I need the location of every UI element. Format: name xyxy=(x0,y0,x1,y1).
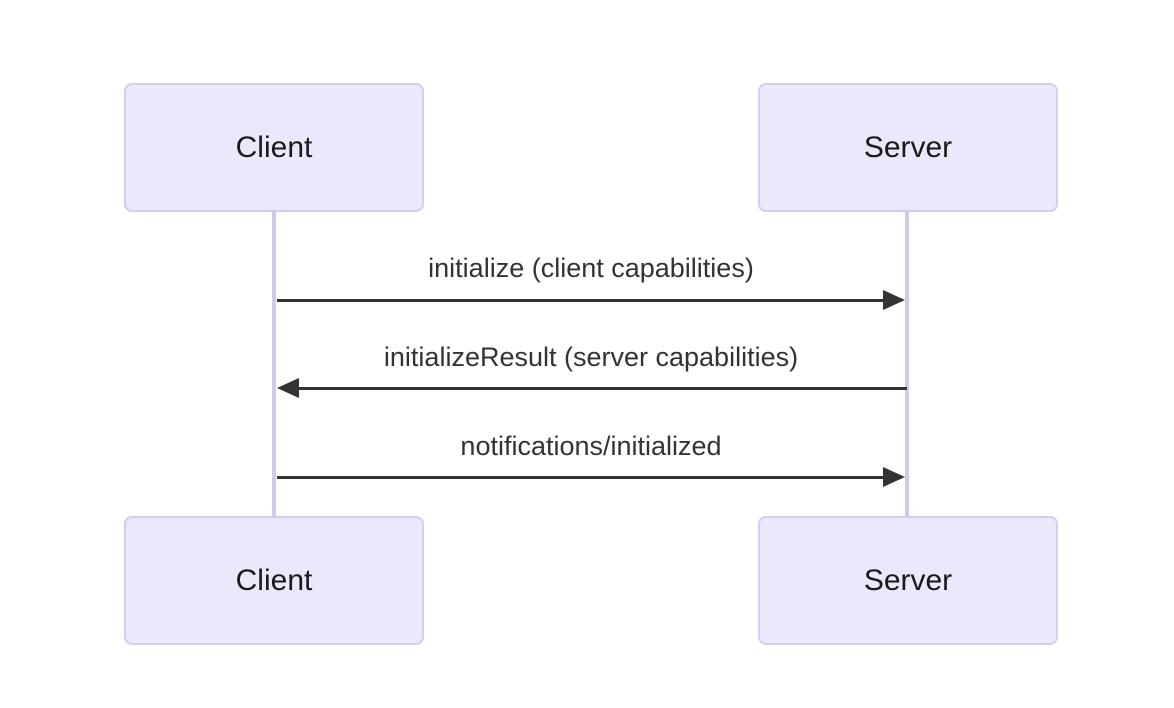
arrowhead-right-icon xyxy=(883,290,905,310)
actor-label-server-bottom: Server xyxy=(863,563,953,597)
message-line-notifications-initialized xyxy=(277,476,885,479)
actor-label-server-top: Server xyxy=(863,130,953,164)
message-label-initialize: initialize (client capabilities) xyxy=(428,253,754,283)
message-label-notifications-initialized: notifications/initialized xyxy=(460,431,722,461)
actor-box-client-bottom: Client xyxy=(124,516,424,645)
actor-box-client-top: Client xyxy=(124,83,424,212)
actor-label-client-bottom: Client xyxy=(235,563,313,597)
message-line-initialize-result xyxy=(298,387,907,390)
lifeline-server xyxy=(905,211,909,517)
actor-label-client-top: Client xyxy=(235,130,313,164)
lifeline-client xyxy=(272,211,276,517)
actor-box-server-top: Server xyxy=(758,83,1058,212)
message-line-initialize xyxy=(277,299,885,302)
arrowhead-right-icon xyxy=(883,467,905,487)
actor-box-server-bottom: Server xyxy=(758,516,1058,645)
arrowhead-left-icon xyxy=(277,378,299,398)
message-label-initialize-result: initializeResult (server capabilities) xyxy=(383,342,799,372)
